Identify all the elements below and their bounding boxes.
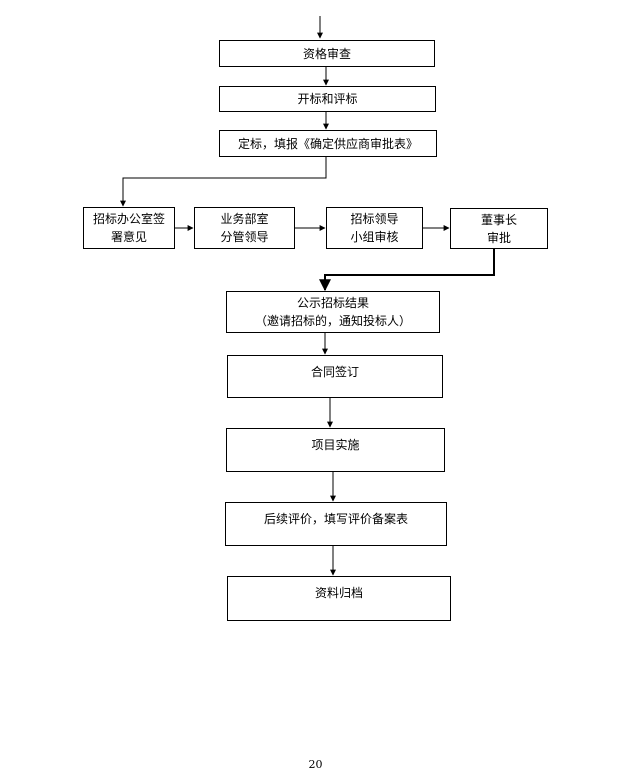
node-chairman-approval-line2: 审批 xyxy=(486,230,511,245)
node-publish-result: 公示招标结果 （邀请招标的，通知投标人） xyxy=(226,291,440,333)
connector-award-to-office xyxy=(120,157,327,207)
node-project-implementation-label: 项目实施 xyxy=(311,438,360,452)
node-archiving: 资料归档 xyxy=(227,576,451,621)
page-number: 20 xyxy=(308,758,323,771)
node-business-dept-head-line1: 业务部室 xyxy=(220,212,269,226)
node-qualification-review-label: 资格审查 xyxy=(302,46,351,61)
node-follow-up-evaluation: 后续评价，填写评价备案表 xyxy=(225,502,447,546)
node-bid-award: 定标，填报《确定供应商审批表》 xyxy=(219,130,437,157)
node-project-implementation: 项目实施 xyxy=(226,428,445,472)
node-tender-leading-group-line1: 招标领导 xyxy=(350,212,399,226)
node-qualification-review: 资格审查 xyxy=(219,40,435,67)
node-contract-signing-label: 合同签订 xyxy=(310,365,359,379)
node-chairman-approval-line1: 董事长 xyxy=(480,212,517,227)
node-follow-up-evaluation-label: 后续评价，填写评价备案表 xyxy=(263,512,408,526)
node-chairman-approval: 董事长 审批 xyxy=(450,208,548,249)
node-tender-leading-group-line2: 小组审核 xyxy=(350,230,399,244)
node-tender-office-opinion: 招标办公室签 署意见 xyxy=(83,207,175,249)
node-business-dept-head: 业务部室 分管领导 xyxy=(194,207,295,249)
node-tender-office-opinion-line2: 署意见 xyxy=(110,230,147,244)
node-tender-office-opinion-line1: 招标办公室签 xyxy=(92,212,165,226)
node-tender-leading-group: 招标领导 小组审核 xyxy=(326,207,423,249)
connector-chairman-to-publish xyxy=(319,249,495,292)
node-bid-opening-evaluation-label: 开标和评标 xyxy=(297,92,358,106)
node-archiving-label: 资料归档 xyxy=(314,586,363,600)
node-contract-signing: 合同签订 xyxy=(227,355,443,398)
node-publish-result-line1: 公示招标结果 xyxy=(296,296,369,310)
node-bid-opening-evaluation: 开标和评标 xyxy=(219,86,436,112)
node-bid-award-label: 定标，填报《确定供应商审批表》 xyxy=(237,136,418,151)
node-publish-result-line2: （邀请招标的，通知投标人） xyxy=(254,314,411,328)
node-business-dept-head-line2: 分管领导 xyxy=(220,230,269,244)
